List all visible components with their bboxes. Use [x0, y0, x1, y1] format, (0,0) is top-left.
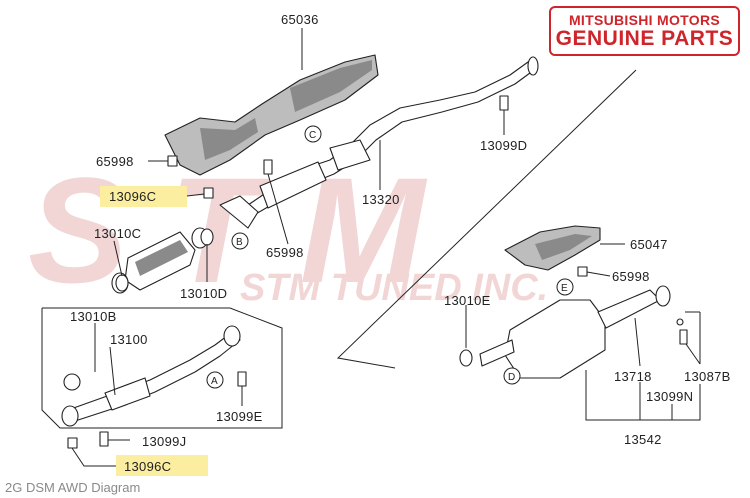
part-13010d: 13010D [180, 286, 227, 301]
gasket-13010c [115, 274, 129, 292]
callout-d: D [503, 367, 521, 385]
part-13010b: 13010B [70, 309, 117, 324]
nut-65998-left [167, 155, 178, 167]
nut-13096c-top [203, 187, 214, 199]
part-13718: 13718 [614, 369, 652, 384]
callout-b: B [231, 232, 249, 250]
callout-c: C [304, 125, 322, 143]
callout-a-label: A [211, 376, 218, 387]
stm-watermark: STM STM TUNED INC. [28, 146, 548, 314]
detail-outline-right [336, 69, 637, 369]
bolt-13099n [679, 329, 688, 345]
muffler-13542 [479, 285, 671, 379]
part-13099n: 13099N [646, 389, 693, 404]
brand-line2: GENUINE PARTS [555, 27, 734, 50]
bolt-13099e [237, 371, 247, 387]
leader-lines [71, 28, 701, 467]
bolt-13099d [499, 95, 509, 111]
highlight-13096c-top [100, 186, 187, 207]
clip-13087b [676, 318, 684, 326]
callout-a: A [206, 371, 224, 389]
part-65998-mid: 65998 [266, 245, 304, 260]
front-pipe-13100 [61, 325, 241, 427]
heat-shield-65036 [164, 54, 379, 176]
part-13100: 13100 [110, 332, 148, 347]
heat-shield-65047 [504, 225, 601, 271]
brand-line1: MITSUBISHI MOTORS [568, 12, 721, 28]
detail-outline-left [41, 307, 283, 429]
diagram-caption: 2G DSM AWD Diagram [5, 480, 141, 495]
gasket-13010e [459, 349, 473, 367]
part-65998-right: 65998 [612, 269, 650, 284]
part-13542: 13542 [624, 432, 662, 447]
center-pipe-13320 [219, 56, 539, 229]
part-13096c-bottom: 13096C [124, 459, 171, 474]
part-65047: 65047 [630, 237, 668, 252]
stm-watermark-logo: STM [28, 146, 465, 314]
mitsubishi-genuine-parts-logo: MITSUBISHI MOTORS GENUINE PARTS [549, 6, 740, 56]
nut-13096c-bottom [67, 437, 78, 449]
stm-watermark-text: STM TUNED INC. [240, 267, 548, 309]
part-13010e: 13010E [444, 293, 491, 308]
callout-e-label: E [561, 283, 568, 294]
callout-e: E [556, 278, 574, 296]
part-13087b: 13087B [684, 369, 731, 384]
callout-d-label: D [508, 372, 515, 383]
part-13010c: 13010C [94, 226, 141, 241]
fasteners [67, 95, 688, 449]
part-13099e: 13099E [216, 409, 263, 424]
bolt-65998-mid [263, 159, 273, 175]
part-65036: 65036 [281, 12, 319, 27]
gasket-13010d [200, 228, 214, 246]
bolt-13099j [99, 431, 109, 447]
part-13099j: 13099J [142, 434, 186, 449]
part-13320: 13320 [362, 192, 400, 207]
callout-b-label: B [236, 237, 243, 248]
callout-c-label: C [309, 130, 316, 141]
part-65998-left: 65998 [96, 154, 134, 169]
bolt-65998-right [577, 266, 588, 277]
part-13096c-top: 13096C [109, 189, 156, 204]
highlight-13096c-bottom [116, 455, 208, 476]
part-13099d: 13099D [480, 138, 527, 153]
